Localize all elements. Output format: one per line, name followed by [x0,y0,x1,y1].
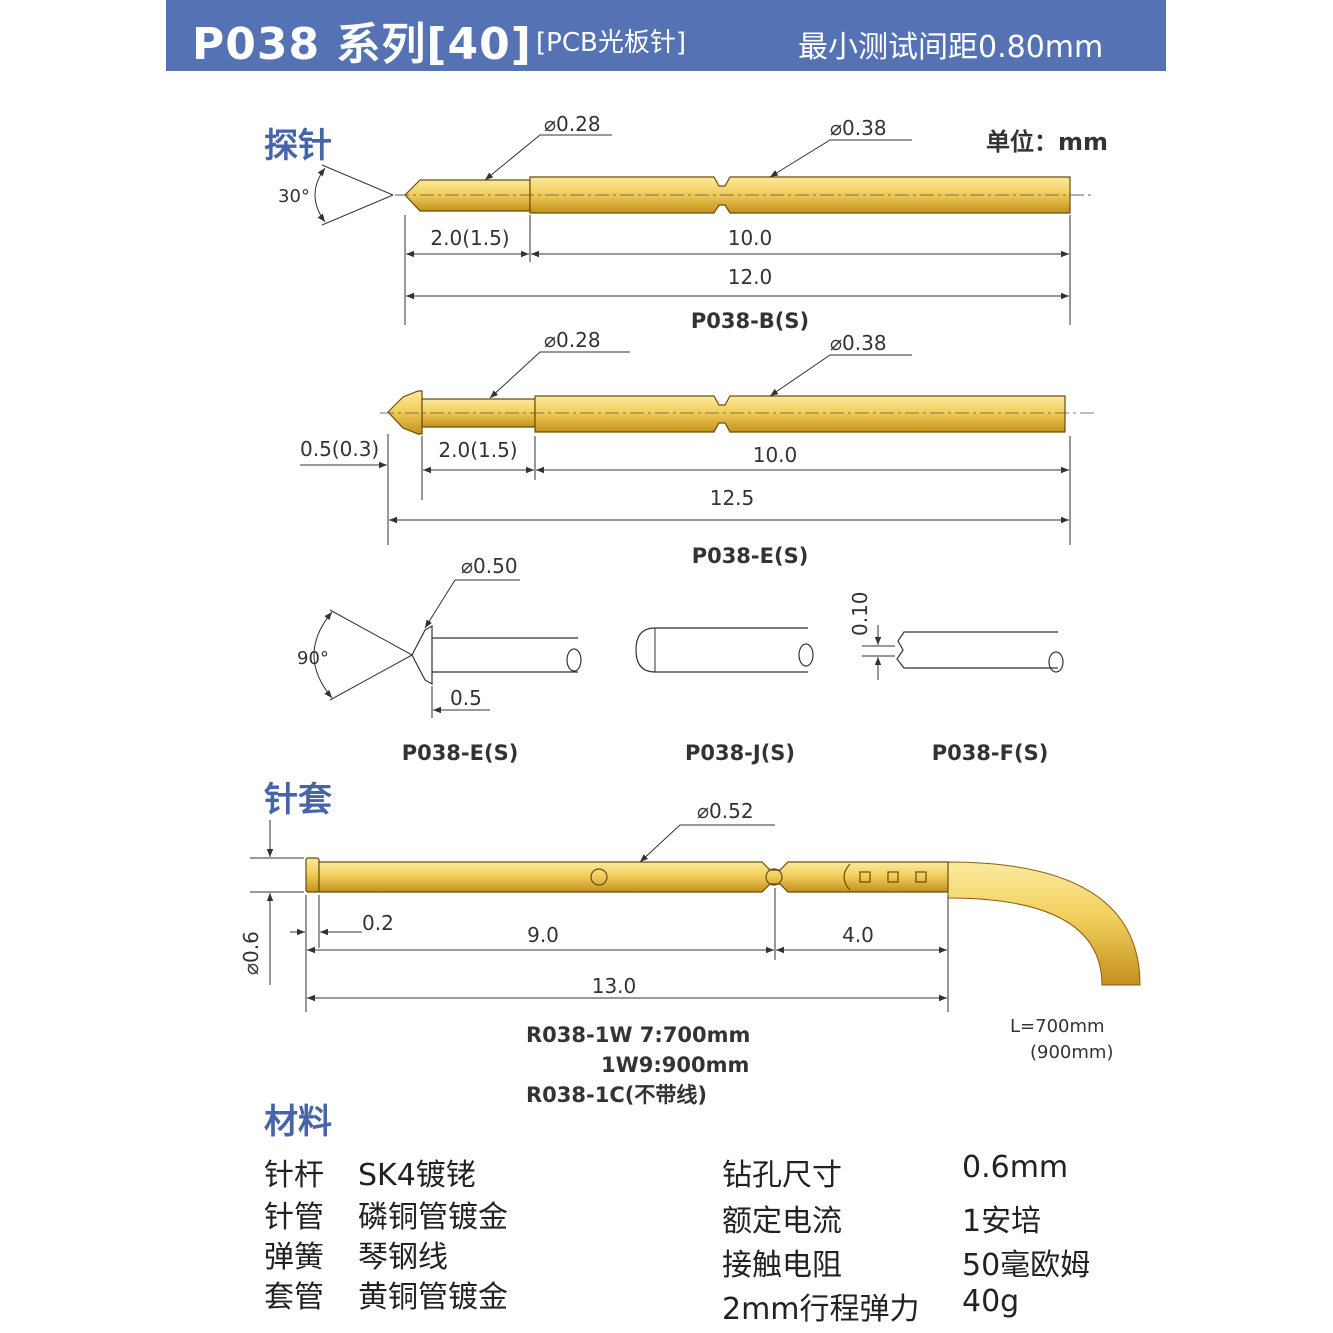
leader-line [424,579,520,629]
wire [947,861,1141,986]
angle-line [321,194,394,226]
break-mark [1048,651,1064,673]
dim-total-label: 12.5 [710,486,755,510]
angle-arc [313,611,333,699]
dim-collar-label: 0.2 [362,911,394,935]
section-title-probe: 探针 [264,126,332,166]
dim-total-label: 13.0 [592,974,637,998]
angle-arc [314,167,326,223]
model-label: 1W9:900mm [601,1053,749,1077]
tip-j-detail: P038-J(S) [635,627,814,765]
material-part: 套管 [264,1280,324,1315]
spec-name: 接触电阻 [722,1248,842,1283]
probe-tip [404,179,531,212]
model-label: P038-E(S) [692,544,809,568]
tip-f-detail: 0.10 P038-F(S) [848,591,1064,765]
break-mark [798,643,814,667]
model-label: P038-B(S) [691,309,809,333]
body-diameter-label: ⌀0.38 [830,116,887,140]
angle-label: 90° [297,648,329,669]
gap-label: 0.10 [848,591,872,636]
model-label: P038-J(S) [685,741,795,765]
spec-value: 40g [962,1284,1020,1319]
spec-name: 额定电流 [722,1204,842,1239]
tip-diameter-label: ⌀0.28 [544,328,601,352]
material-value: 磷铜管镀金 [358,1200,508,1235]
dim-head-label: 0.5(0.3) [300,437,379,461]
spacing-label: 最小测试间距0.80mm [798,30,1104,65]
dim-tip-label: 2.0(1.5) [430,226,509,250]
probe-body [534,395,1066,433]
leader-line [769,139,912,178]
crimp-mark [859,871,871,883]
dim-main-label: 9.0 [527,923,559,947]
leader-line [639,824,775,863]
angle-line [329,609,413,656]
spec-name: 钻孔尺寸 [722,1158,842,1193]
receptacle-hole [765,868,783,886]
angle-line [329,654,413,701]
leader-line [769,354,912,397]
material-value: SK4镀铑 [358,1158,476,1193]
receptacle-body [318,861,949,893]
section-title-sleeve: 针套 [264,780,332,820]
leader-line [489,351,630,399]
break-mark [566,648,582,672]
probe-head [387,390,423,435]
tip-outline [896,631,1058,669]
dim-body-label: 10.0 [753,443,798,467]
material-part: 弹簧 [264,1240,324,1275]
outer-diameter-label: ⌀0.6 [239,931,263,975]
model-label: P038-F(S) [932,741,1049,765]
spec-value: 50毫欧姆 [962,1248,1091,1283]
dim-tip-label: 2.0(1.5) [438,438,517,462]
series-title: P038 系列[40] [192,19,532,70]
probe-b-drawing: 30° ⌀0.28 ⌀0.38 2.0(1.5) 10.0 12.0 P038-… [278,112,1095,333]
receptacle-drawing: ⌀0.6 ⌀0.52 0.2 9.0 4.0 13.0 R038-1W 7:70… [239,799,1141,1107]
tip-outline [635,627,808,673]
crimp-mark [915,871,927,883]
probe-e-drawing: ⌀0.28 ⌀0.38 0.5(0.3) 2.0(1.5) 10.0 12.5 … [300,328,1095,568]
crimp-mark [843,863,851,891]
angle-label: 30° [278,186,310,207]
type-label: [PCB光板针] [536,28,686,58]
diameter-label: ⌀0.52 [697,799,754,823]
material-part: 针管 [264,1200,324,1235]
material-part: 针杆 [264,1158,324,1193]
wire-length-alt-label: (900mm) [1030,1042,1113,1063]
tip-length-label: 0.5 [450,686,482,710]
angle-line [321,164,394,196]
dim-body-label: 10.0 [728,226,773,250]
section-title-material: 材料 [264,1102,332,1142]
receptacle-hole [590,868,608,886]
dim-total-label: 12.0 [728,265,773,289]
body-diameter-label: ⌀0.38 [830,331,887,355]
header-banner: P038 系列[40] [PCB光板针] 最小测试间距0.80mm [166,0,1166,71]
model-label: R038-1C(不带线) [526,1083,707,1107]
spec-value: 1安培 [962,1204,1042,1239]
spec-name: 2mm行程弹力 [722,1292,920,1327]
unit-label: 单位：mm [986,128,1109,156]
tip-outline [411,624,433,686]
receptacle-collar [305,857,320,893]
material-value: 琴钢线 [358,1240,448,1275]
spec-value: 0.6mm [962,1150,1069,1185]
material-value: 黄铜管镀金 [358,1280,508,1315]
tip-diameter-label: ⌀0.28 [544,112,601,136]
tip-e-detail: 90° ⌀0.50 0.5 P038-E(S) [297,554,582,765]
wire-length-label: L=700mm [1010,1016,1105,1037]
leader-line [484,134,612,181]
tip-diameter-label: ⌀0.50 [461,554,518,578]
crimp-mark [887,871,899,883]
model-label: P038-E(S) [402,741,519,765]
dim-rear-label: 4.0 [842,923,874,947]
model-label: R038-1W 7:700mm [526,1023,750,1047]
